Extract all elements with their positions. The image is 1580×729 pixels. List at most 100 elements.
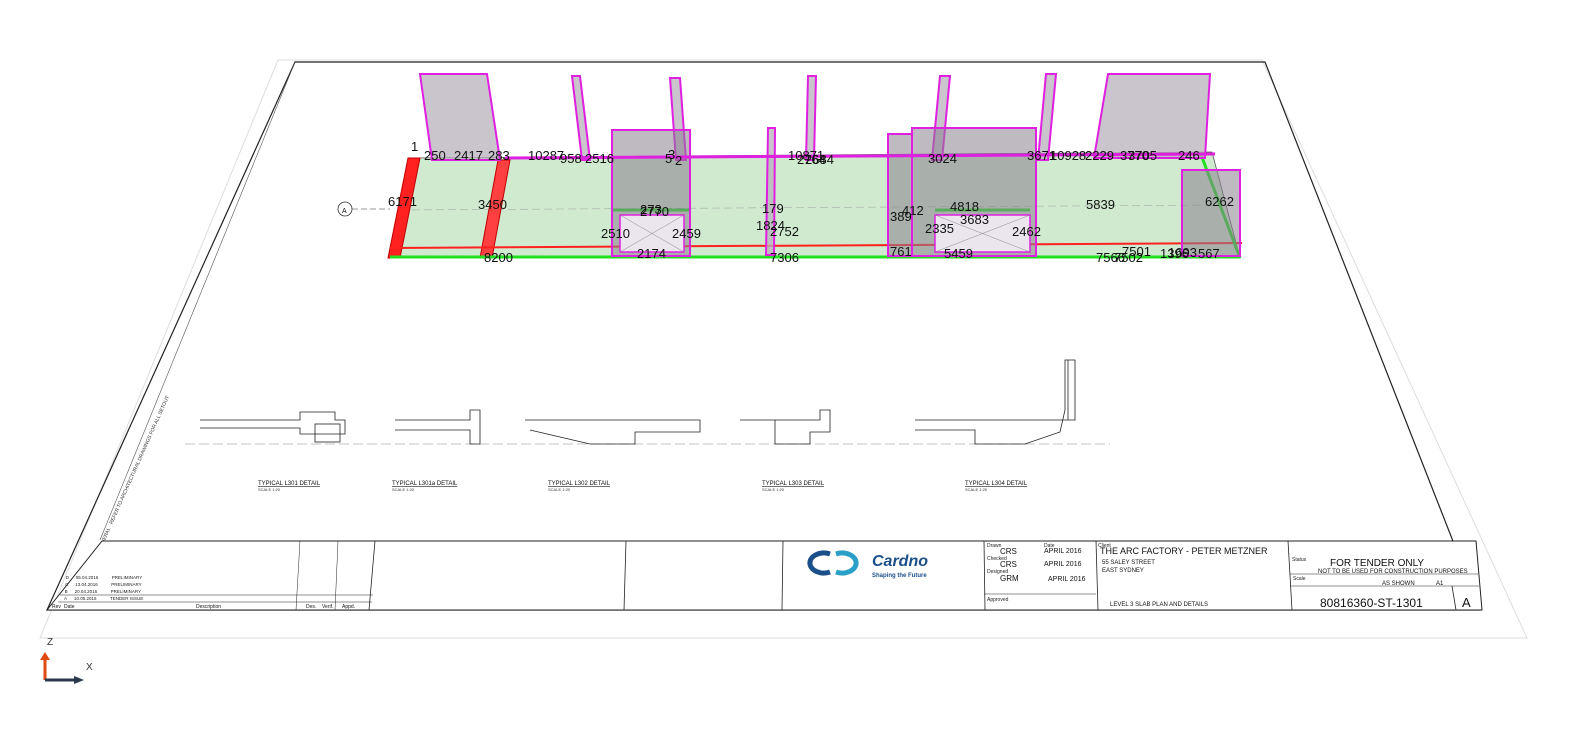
dimension-label: 3: [668, 147, 675, 162]
core-box-3: [1181, 169, 1241, 257]
svg-text:APRIL 2016: APRIL 2016: [1044, 561, 1082, 568]
svg-text:APRIL 2016: APRIL 2016: [1048, 576, 1086, 583]
dimension-label: 7502: [1114, 250, 1143, 265]
revision-cell: TENDER ISSUE: [110, 596, 143, 601]
wall-6: [1036, 73, 1058, 161]
svg-text:Scale: Scale: [1293, 576, 1306, 582]
dimension-label: 5459: [944, 246, 973, 261]
detail-title: TYPICAL L302 DETAIL: [548, 481, 611, 487]
dimension-label: 1: [411, 139, 418, 154]
detail-title: TYPICAL L301a DETAIL: [392, 481, 458, 487]
detail-title: TYPICAL L301 DETAIL: [258, 481, 321, 487]
svg-text:Status: Status: [1292, 557, 1307, 563]
dimension-label: 283: [488, 148, 510, 163]
detail-scale: SCALE 1:20: [548, 487, 571, 492]
revision-cell: A: [64, 596, 67, 601]
revision-cell: D: [66, 575, 70, 580]
svg-text:LEVEL 3 SLAB PLAN AND DETAILS: LEVEL 3 SLAB PLAN AND DETAILS: [1110, 602, 1208, 608]
svg-text:EAST SYDNEY: EAST SYDNEY: [1102, 568, 1144, 574]
svg-text:CRS: CRS: [1000, 547, 1017, 556]
dimension-label: 2510: [601, 226, 630, 241]
title-block: [45, 540, 1483, 611]
axis-x-label: X: [86, 662, 93, 673]
revision-header: Appd.: [342, 604, 355, 610]
dimension-label: 5839: [1086, 197, 1115, 212]
dimension-label: 10287: [528, 148, 564, 163]
svg-text:FOR TENDER ONLY: FOR TENDER ONLY: [1330, 558, 1424, 569]
dimension-label: 7566: [1096, 250, 1125, 265]
dimension-label: 3683: [960, 212, 989, 227]
dimension-label: 2462: [1012, 224, 1041, 239]
revision-header: Rev: [52, 604, 61, 610]
section-details: [185, 359, 1110, 445]
dimension-label: 2770: [640, 204, 669, 219]
dimension-label: 1824: [756, 218, 785, 233]
svg-text:GRM: GRM: [1000, 574, 1019, 583]
revision-cell: 20.04.2016: [75, 589, 98, 594]
dimension-label: 4818: [950, 199, 979, 214]
dimension-label: 389: [890, 209, 912, 224]
dimension-label: 2752: [770, 224, 799, 239]
svg-text:80816360-ST-1301: 80816360-ST-1301: [1320, 596, 1423, 610]
dimension-label: 958: [560, 151, 582, 166]
axis-z-label: Z: [47, 637, 53, 648]
dimension-label: 2764: [797, 152, 826, 167]
dimension-label: 567: [1198, 246, 1220, 261]
detail-title: TYPICAL L303 DETAIL: [762, 481, 825, 487]
dimension-label: 6262: [1205, 194, 1234, 209]
revision-header: Verif.: [322, 604, 333, 610]
svg-text:Cardno: Cardno: [872, 553, 928, 570]
dimension-label: 2335: [925, 221, 954, 236]
dimension-label: 1693: [1168, 245, 1197, 260]
dimension-label: 8200: [484, 250, 513, 265]
wall-8: [764, 127, 777, 256]
svg-text:Designed: Designed: [987, 569, 1008, 575]
revision-cell: B: [65, 589, 68, 594]
svg-text:Checked: Checked: [987, 556, 1007, 562]
revision-cell: 13.04.2016: [75, 582, 98, 587]
svg-text:APRIL 2016: APRIL 2016: [1044, 548, 1082, 555]
dimension-label: 2684: [805, 152, 834, 167]
dimension-label: 1396: [1160, 246, 1189, 261]
svg-text:AS SHOWN: AS SHOWN: [1382, 581, 1415, 587]
dimension-label: 3671: [1027, 148, 1056, 163]
wall-4: [804, 75, 818, 161]
cardno-logo: Cardno Shaping the Future: [807, 550, 928, 579]
slab-model[interactable]: A: [337, 73, 1243, 259]
revision-cell: C: [65, 582, 69, 587]
dimension-label: 273: [640, 202, 662, 217]
dimension-label: 3450: [478, 197, 507, 212]
axis-triad[interactable]: Z X: [40, 637, 93, 684]
revision-cell: 05.04.2016: [76, 575, 99, 580]
svg-text:Shaping the Future: Shaping the Future: [872, 573, 927, 579]
dimension-label: 10928: [1050, 148, 1086, 163]
detail-title: TYPICAL L304 DETAIL: [965, 481, 1028, 487]
dimension-label: 7306: [770, 250, 799, 265]
title-block-text: Drawn CRS Date APRIL 2016 Checked CRS AP…: [987, 543, 1471, 610]
dimension-label: 412: [902, 203, 924, 218]
dimension-label: 2174: [637, 246, 666, 261]
svg-text:A1: A1: [1436, 581, 1444, 587]
revision-cell: PRELIMINARY: [111, 589, 141, 594]
svg-text:CRS: CRS: [1000, 560, 1017, 569]
svg-text:55 SALEY STREET: 55 SALEY STREET: [1102, 560, 1155, 566]
dimension-label: 2229: [1085, 148, 1114, 163]
dimension-label: 3024: [928, 151, 957, 166]
dimension-label: 761: [890, 244, 912, 259]
grid-bubble-label: A: [342, 208, 347, 215]
revision-header: Date: [64, 604, 75, 610]
dimension-label: 3705: [1128, 148, 1157, 163]
svg-text:Approved: Approved: [987, 597, 1009, 603]
revision-cell: 10.05.2016: [74, 596, 97, 601]
core-box-4: [887, 133, 913, 257]
wall-1: [418, 73, 502, 161]
revision-header: Des.: [306, 604, 316, 610]
dimension-label: 5: [665, 151, 672, 166]
revision-cell: PRELIMINARY: [112, 575, 142, 580]
wall-7: [1092, 73, 1212, 159]
dimension-label: 250: [424, 148, 446, 163]
